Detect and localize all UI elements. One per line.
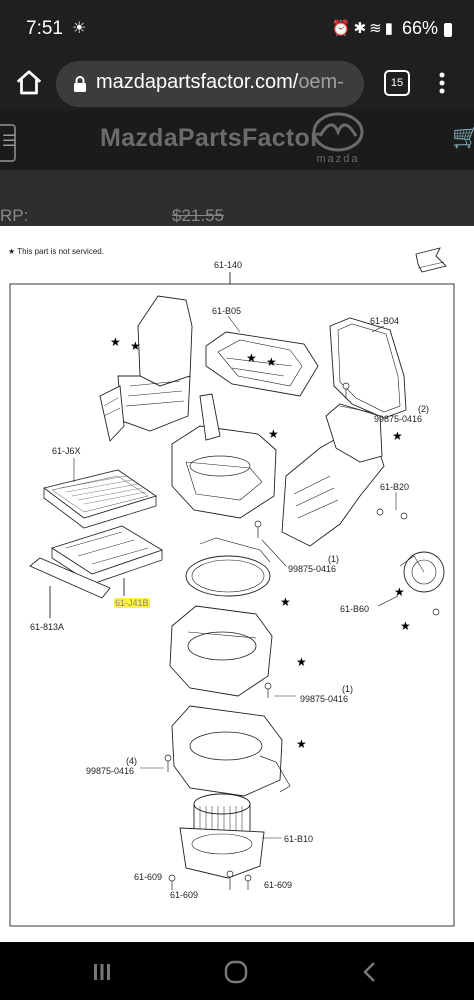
svg-text:★: ★ (266, 355, 277, 369)
qty-1a: (1) (328, 554, 339, 564)
part-label-99875-0416-c[interactable]: 99875-0416 (300, 694, 349, 704)
site-brand[interactable]: MazdaPartsFactor (100, 124, 321, 152)
part-label-61-j41b[interactable]: 61-J41B (114, 598, 150, 608)
mazda-logo-icon: mazda (312, 112, 364, 165)
site-header: ☰ MazdaPartsFactor (0, 110, 474, 170)
home-icon[interactable] (14, 68, 44, 98)
part-label-99875-0416-b[interactable]: 99875-0416 (288, 564, 337, 574)
svg-text:★: ★ (268, 427, 279, 441)
part-label-61-609-a[interactable]: 61-609 (134, 872, 163, 882)
svg-text:★: ★ (110, 335, 121, 349)
status-bar: 7:51 ☀ ⏰✱≋▮ 66% (0, 0, 474, 58)
part-label-61-j6x[interactable]: 61-J6X (52, 446, 81, 456)
battery-icon (444, 23, 452, 37)
svg-text:★: ★ (280, 595, 291, 609)
part-label-61-b60[interactable]: 61-B60 (340, 604, 370, 614)
status-time: 7:51 (26, 18, 63, 39)
svg-text:★: ★ (296, 737, 307, 751)
not-serviced-note: ★ This part is not serviced. (8, 247, 104, 256)
qty-4: (4) (126, 756, 137, 766)
diagram-frame (9, 283, 455, 927)
menu-button[interactable]: ☰ (0, 124, 16, 162)
weather-icon: ☀ (72, 20, 87, 37)
part-label-61-b05[interactable]: 61-B05 (212, 306, 242, 316)
browser-toolbar: mazdapartsfactor.com/oem- 15 (0, 58, 474, 110)
svg-text:★: ★ (246, 351, 257, 365)
logo-text: mazda (316, 153, 359, 165)
cart-icon[interactable]: 🛒 (452, 124, 474, 149)
back-nav-icon[interactable] (356, 958, 384, 986)
home-nav-icon[interactable] (222, 958, 250, 986)
part-label-61-813a[interactable]: 61-813A (30, 622, 65, 632)
not-serviced-markers: ★ ★ ★ ★ ★ ★ ★ ★ ★ ★ ★ (110, 335, 411, 751)
part-label-61-609-b[interactable]: 61-609 (170, 890, 199, 900)
svg-text:★: ★ (400, 619, 411, 633)
status-icons: ⏰✱≋▮ (331, 20, 396, 37)
svg-text:★: ★ (392, 429, 403, 443)
address-bar[interactable]: mazdapartsfactor.com/oem- (56, 61, 364, 107)
part-label-99875-0416-d[interactable]: 99875-0416 (86, 766, 135, 776)
parts-diagram[interactable]: ★ This part is not serviced. (0, 226, 474, 942)
system-nav-bar (0, 942, 474, 1000)
svg-text:★: ★ (130, 339, 141, 353)
part-label-61-b10[interactable]: 61-B10 (284, 834, 314, 844)
part-label-61-140[interactable]: 61-140 (214, 260, 243, 270)
more-menu-icon[interactable] (432, 68, 452, 98)
svg-text:★: ★ (296, 655, 307, 669)
battery-percent: 66% (401, 18, 438, 38)
tab-switcher-button[interactable]: 15 (384, 70, 410, 96)
url-text: mazdapartsfactor.com/oem- (96, 71, 344, 93)
part-label-99875-0416-a[interactable]: 99875-0416 (374, 414, 423, 424)
lock-icon (74, 76, 86, 92)
qty-1b: (1) (342, 684, 353, 694)
msrp-value: $21.55 (172, 206, 224, 225)
msrp-label: RP: (0, 206, 29, 225)
qty-2: (2) (418, 404, 429, 414)
diagram-drawing: ★ ★ ★ ★ ★ ★ ★ ★ ★ ★ ★ (9, 247, 455, 927)
part-label-61-b04[interactable]: 61-B04 (370, 316, 400, 326)
part-label-61-b20[interactable]: 61-B20 (380, 482, 410, 492)
svg-text:★: ★ (394, 585, 405, 599)
price-band: RP: $21.55 (0, 170, 474, 226)
part-label-61-609-c[interactable]: 61-609 (264, 880, 293, 890)
recent-apps-icon[interactable] (88, 958, 116, 986)
